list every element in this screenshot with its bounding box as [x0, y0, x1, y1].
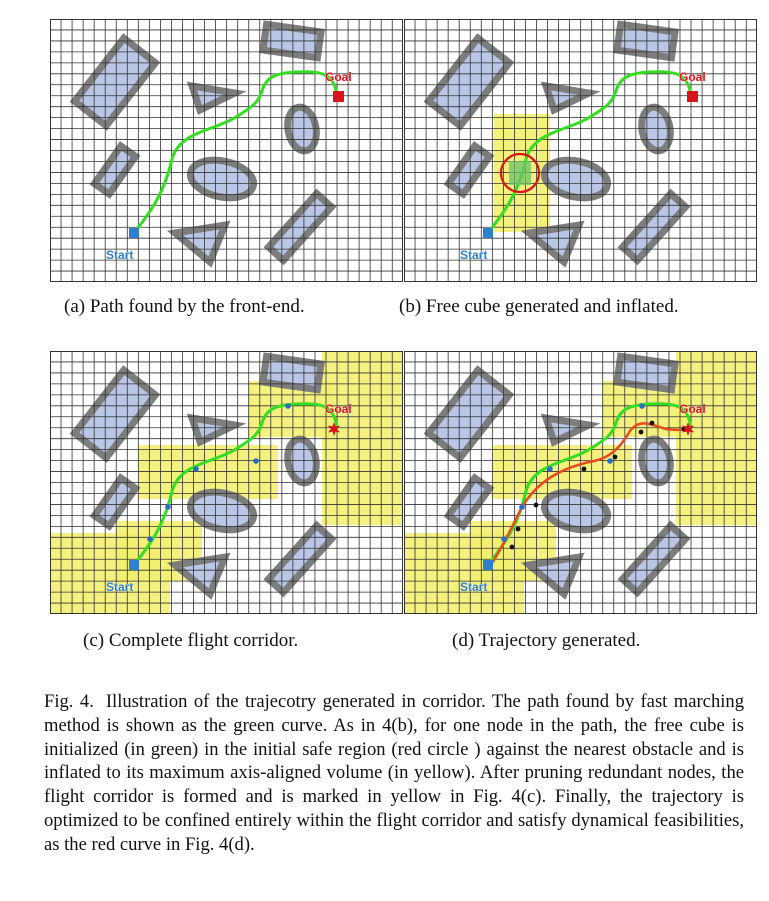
panel-border	[50, 351, 403, 614]
panel-c: Start Goal	[50, 351, 403, 614]
obstacle	[540, 413, 601, 447]
start-label: Start	[106, 580, 133, 594]
path-node	[607, 458, 613, 464]
obstacle	[443, 141, 495, 199]
obstacle	[186, 413, 247, 447]
grid	[404, 351, 757, 614]
figure-caption-text: Illustration of the trajecotry generated…	[44, 691, 744, 855]
caption-c: (c) Complete flight corridor.	[83, 630, 299, 651]
path-node	[147, 536, 153, 542]
caption-a: (a) Path found by the front-end.	[64, 296, 305, 317]
goal-star-icon	[327, 422, 341, 436]
panel-c-canvas: Start Goal	[50, 351, 403, 614]
goal-star-icon	[681, 422, 695, 436]
safe-region-circle	[499, 152, 541, 194]
goal-label: Goal	[325, 402, 352, 416]
obstacle	[89, 473, 141, 531]
trajectory-knot	[533, 502, 539, 508]
obstacle	[520, 220, 585, 268]
start-label: Start	[460, 580, 487, 594]
panel-border	[404, 19, 757, 282]
caption-b: (b) Free cube generated and inflated.	[399, 296, 679, 317]
corridor-cube	[322, 351, 403, 525]
trajectory-knot	[515, 526, 521, 532]
trajectory-knot	[581, 466, 587, 472]
panel-d-canvas: Start Goal	[404, 351, 757, 614]
panel-a-canvas: Start Goal	[50, 19, 403, 282]
obstacle	[166, 220, 231, 268]
grid	[50, 19, 403, 282]
start-square-icon	[483, 228, 493, 238]
figure-label: Fig. 4.	[44, 691, 94, 712]
trajectory-curve	[486, 422, 692, 571]
start-label: Start	[106, 248, 133, 262]
goal-square-icon	[687, 91, 698, 102]
obstacle	[423, 365, 515, 463]
trajectory-knot	[509, 544, 515, 550]
path-node	[253, 458, 259, 464]
obstacle	[166, 552, 231, 600]
grid	[404, 19, 757, 282]
panel-border	[404, 351, 757, 614]
path-node	[285, 403, 291, 409]
panel-d: Start Goal	[404, 351, 757, 614]
start-square-icon	[129, 228, 139, 238]
panel-a: Start Goal	[50, 19, 403, 282]
obstacle	[540, 81, 601, 115]
goal-square-icon	[333, 91, 344, 102]
panel-b-canvas: Start Goal	[404, 19, 757, 282]
grid	[50, 351, 403, 614]
obstacle	[69, 365, 161, 463]
path-node	[519, 504, 525, 510]
panel-border	[50, 19, 403, 282]
front-end-path	[132, 402, 339, 567]
start-square-icon	[129, 560, 139, 570]
obstacle	[443, 473, 495, 531]
path-node	[639, 403, 645, 409]
trajectory-knot	[638, 429, 644, 435]
obstacle	[423, 33, 515, 131]
obstacle	[186, 81, 247, 115]
goal-label: Goal	[325, 70, 352, 84]
path-node	[547, 466, 553, 472]
trajectory-knot	[612, 454, 618, 460]
trajectory-knot	[649, 420, 655, 426]
obstacle	[520, 552, 585, 600]
panel-b: Start Goal	[404, 19, 757, 282]
obstacle	[89, 141, 141, 199]
goal-label: Goal	[679, 402, 706, 416]
path-node	[193, 466, 199, 472]
caption-d: (d) Trajectory generated.	[452, 630, 641, 651]
start-label: Start	[460, 248, 487, 262]
path-node	[165, 504, 171, 510]
corridor-cube	[676, 351, 757, 525]
goal-label: Goal	[679, 70, 706, 84]
path-node	[501, 536, 507, 542]
corridor-cube	[50, 533, 170, 614]
free-cube	[509, 161, 531, 185]
start-square-icon	[483, 560, 493, 570]
front-end-path	[132, 70, 339, 235]
figure-caption: Fig. 4.Illustration of the trajecotry ge…	[44, 690, 744, 857]
corridor-cube	[404, 533, 524, 614]
obstacle	[69, 33, 161, 131]
